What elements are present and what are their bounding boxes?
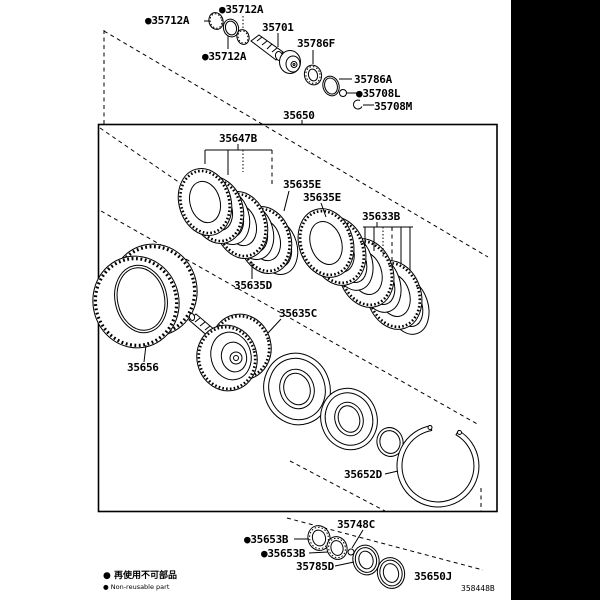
piston-plate-35635c-series	[263, 352, 404, 457]
small-ring	[376, 427, 404, 457]
part-label-35712a-bottom: ●35712A	[202, 50, 247, 63]
part-label-35652d: 35652D	[344, 468, 383, 481]
input-shaft-35701	[250, 34, 301, 74]
bearing-race-35653b-2	[326, 536, 348, 560]
snap-ring-35708m	[353, 99, 363, 110]
clutch-disc-stack-35647b	[177, 168, 299, 275]
oil-seal-35786f	[303, 64, 323, 86]
part-label-35635e-2: 35635E	[303, 191, 341, 204]
part-label-35653b-2: ●35653B	[261, 547, 306, 560]
axis-dashed-diagonal-upper	[103, 30, 489, 258]
bracket-35633b	[363, 222, 413, 271]
o-ring-35786a	[322, 75, 340, 97]
part-label-35748c: 35748C	[337, 518, 375, 531]
ring-gear-35656	[92, 243, 198, 349]
legend: ● 再使用不可部品 ● Non-reusable part	[103, 569, 177, 591]
part-label-35712a-left: ●35712A	[145, 14, 190, 27]
part-label-35635c: 35635C	[279, 307, 317, 320]
scan-black-band	[511, 0, 600, 600]
part-label-35712a-top: ●35712A	[219, 3, 264, 16]
part-label-35653b-1: ●35653B	[244, 533, 289, 546]
leader-35656	[143, 344, 147, 363]
bearing-race-35653b-1	[307, 525, 331, 551]
legend-nonreusable-ja: ● 再使用不可部品	[103, 569, 177, 581]
clutch-drum-hub	[188, 313, 272, 392]
leader-35748c	[351, 529, 364, 549]
axis-dashed-diagonal-boxtop	[99, 127, 181, 184]
leader-35635e-2	[320, 202, 327, 218]
leader-35635c	[267, 318, 282, 334]
leader-35635e-1	[283, 190, 290, 212]
axis-dashed-diagonal-middle	[100, 210, 480, 426]
part-label-35656: 35656	[127, 361, 159, 374]
snap-ring-35712a-3	[236, 29, 250, 45]
part-label-35650: 35650	[283, 109, 315, 122]
clutch-disc-stack-35633b	[297, 208, 430, 335]
axis-dashed-diagonal-lower	[289, 460, 386, 512]
race-35712a-2	[222, 18, 240, 38]
part-number-labels: ●35712A ●35712A ●35712A 35701 35786F 357…	[127, 3, 452, 583]
leader-35652d	[384, 470, 399, 475]
drawing-code: 358448B	[461, 584, 495, 593]
leader-35653b-2	[308, 551, 329, 554]
piston-ring-1	[263, 352, 331, 426]
snap-ring-35652d	[396, 425, 480, 508]
part-label-35786f: 35786F	[297, 37, 335, 50]
plate-35650j	[376, 557, 406, 589]
snap-ring-35712a-1	[208, 12, 224, 30]
washer-35785d	[352, 544, 380, 576]
part-label-35633b: 35633B	[362, 210, 401, 223]
bracket-35647b	[204, 144, 273, 187]
part-label-35708l: ●35708L	[356, 87, 401, 100]
ring-35708l	[339, 89, 347, 97]
part-label-35708m: 35708M	[374, 100, 413, 113]
part-label-35701: 35701	[262, 21, 294, 34]
part-label-35650j: 35650J	[414, 570, 452, 583]
leader-35785d	[334, 561, 355, 567]
leader-lines	[143, 16, 413, 567]
part-label-35635e-1: 35635E	[283, 178, 321, 191]
piston-ring-2	[320, 387, 378, 451]
part-label-35785d: 35785D	[296, 560, 335, 573]
part-label-35635d: 35635D	[234, 279, 273, 292]
part-label-35647b: 35647B	[219, 132, 258, 145]
legend-nonreusable-en: ● Non-reusable part	[103, 583, 170, 591]
part-label-35786a: 35786A	[354, 73, 393, 86]
